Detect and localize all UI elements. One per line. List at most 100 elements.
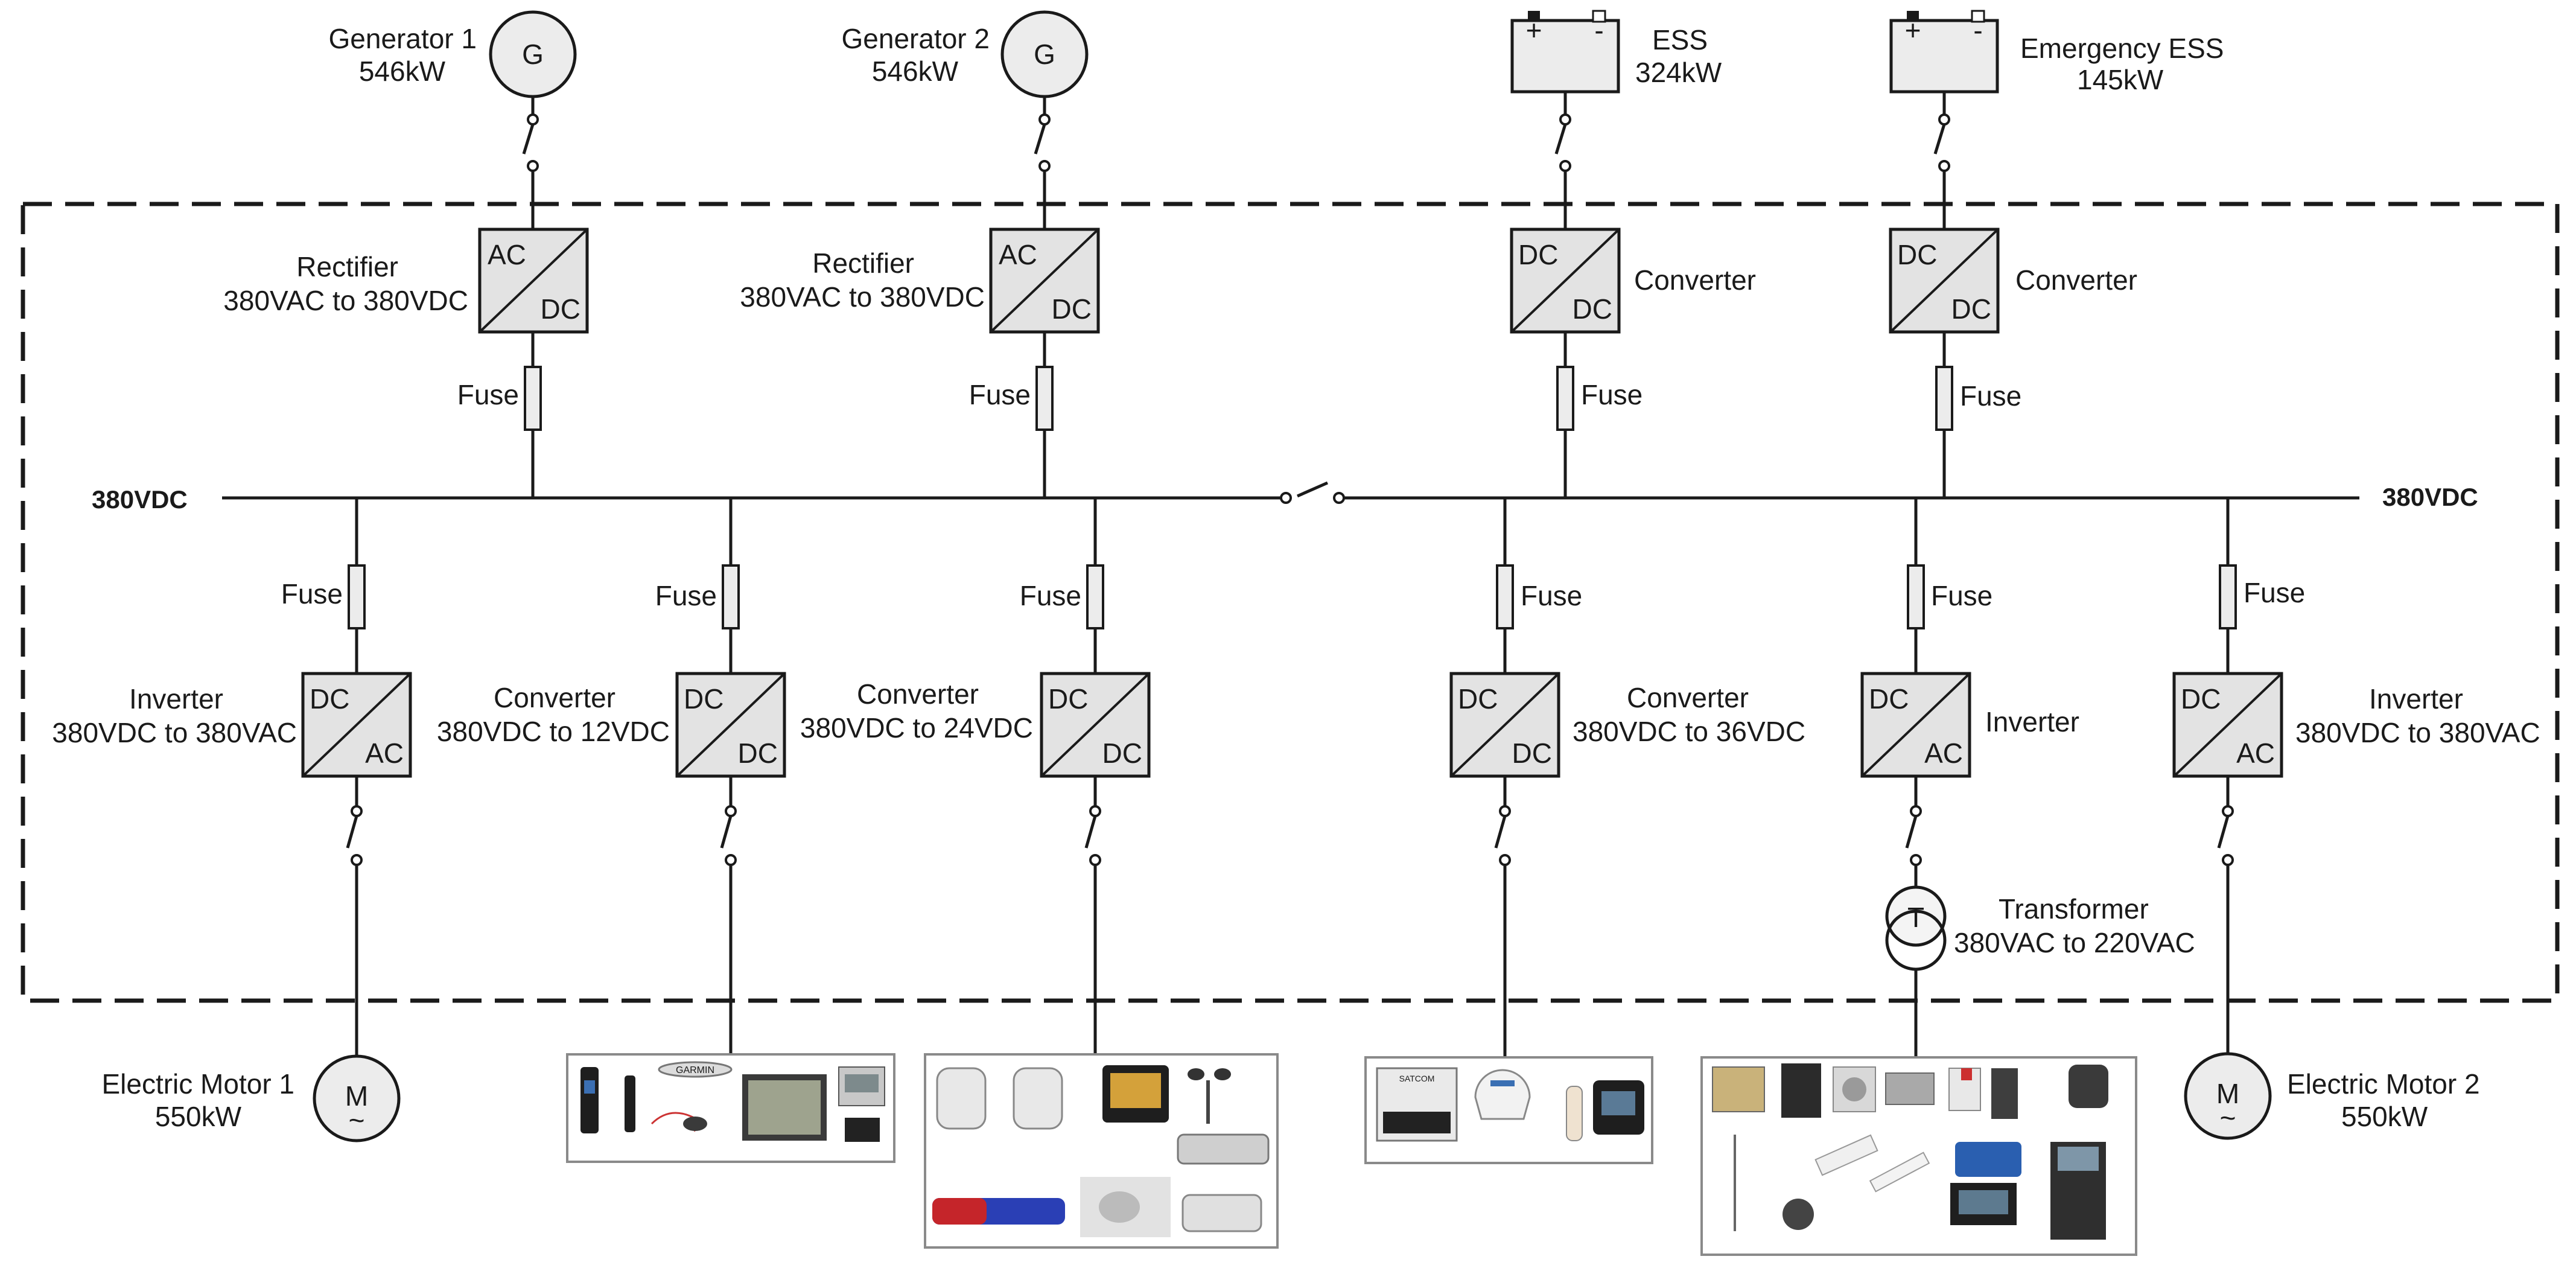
projector-image xyxy=(1181,1194,1262,1232)
branch-inverter-1: Fuse DC AC Inverter 380VDC to 380VAC xyxy=(52,498,412,1057)
ess-battery-pos-terminal xyxy=(1528,11,1540,22)
rectifier-1-spec: 380VAC to 380VDC xyxy=(223,285,468,316)
deck-light-image xyxy=(1814,1134,1878,1176)
converter-emergency-ess: DC DC Converter xyxy=(1889,228,2137,367)
branch-converter-12vdc: Fuse DC DC Converter 380VDC to 12VDC xyxy=(437,498,786,1054)
inverter-2-spec: 380VDC to 380VAC xyxy=(2295,717,2540,748)
transformer-coil-1 xyxy=(1885,885,1947,947)
motor-1-tilde: ~ xyxy=(349,1104,365,1136)
converter-emergency-ess-in: DC xyxy=(1897,239,1937,270)
cctv-camera-image xyxy=(1177,1133,1270,1165)
generator-2-name: Generator 2 xyxy=(842,23,990,54)
submersible-pump-image xyxy=(1991,1068,2018,1119)
inverter-1-spec: 380VDC to 380VAC xyxy=(52,717,297,748)
handheld-radio-2-image xyxy=(625,1075,635,1132)
panel-36vdc-loads: SATCOM xyxy=(1364,1056,1653,1164)
panel-12vdc-brand: GARMIN xyxy=(676,1065,714,1075)
motor-2-name: Electric Motor 2 xyxy=(2287,1068,2480,1100)
converter-ess: DC DC Converter xyxy=(1510,228,1756,367)
converter-ess-title: Converter xyxy=(1634,264,1756,296)
branch-converter-24vdc: Fuse DC DC Converter 380VDC to 24VDC xyxy=(800,498,1151,1054)
converter-24vdc-spec: 380VDC to 24VDC xyxy=(800,712,1033,744)
converter-12vdc-title: Converter xyxy=(494,682,615,713)
branch-inverter-2: Fuse DC AC Inverter 380VDC to 380VAC xyxy=(2172,498,2540,1054)
transformer-title: Transformer xyxy=(1999,893,2149,925)
gps-puck-image xyxy=(683,1117,707,1131)
remote-control-image xyxy=(2069,1065,2108,1108)
anemometer-image xyxy=(1188,1068,1231,1124)
inverter-1-title: Inverter xyxy=(129,683,223,715)
fuse-inv-mid-label: Fuse xyxy=(1931,580,1992,611)
satcom-dome-image xyxy=(1474,1069,1531,1120)
rectifier-1-in: AC xyxy=(488,239,526,270)
rectifier-1: AC DC Rectifier 380VAC to 380VDC xyxy=(223,228,589,367)
inverter-mid-in: DC xyxy=(1869,683,1909,715)
ess-plus: + xyxy=(1526,14,1542,46)
electric-motor-1: M ~ Electric Motor 1 550kW xyxy=(101,1054,401,1142)
heat-detector-image xyxy=(936,1067,987,1130)
generator-2-symbol-letter: G xyxy=(1034,39,1055,70)
fuse-conv24 xyxy=(1086,564,1104,629)
bus-tie-node-left xyxy=(1280,492,1292,504)
centrifugal-pump-image xyxy=(1955,1142,2021,1177)
rectifier-2: AC DC Rectifier 380VAC to 380VDC xyxy=(740,228,1100,367)
converter-emergency-ess-title: Converter xyxy=(2015,264,2137,296)
bus-tie-node-right xyxy=(1333,492,1345,504)
converter-12vdc-in: DC xyxy=(684,683,724,715)
converter-12vdc-spec: 380VDC to 12VDC xyxy=(437,716,670,747)
generator-1: G Generator 1 546kW xyxy=(329,10,577,98)
ess-minus: - xyxy=(1594,14,1603,46)
fuse-conv12-label: Fuse xyxy=(655,580,717,611)
converter-24vdc-title: Converter xyxy=(857,678,979,710)
motor-2-tilde: ~ xyxy=(2220,1102,2236,1133)
converter-ess-in: DC xyxy=(1518,239,1558,270)
converter-36vdc-in: DC xyxy=(1458,683,1498,715)
rectifier-1-title: Rectifier xyxy=(296,251,398,282)
generator-1-power: 546kW xyxy=(359,56,446,87)
rectifier-1-out: DC xyxy=(541,293,580,325)
rectifier-2-out: DC xyxy=(1052,293,1092,325)
galley-appliance-image xyxy=(1712,1066,1765,1112)
emergency-ess-battery-body xyxy=(1889,19,1999,94)
converter-ess-out: DC xyxy=(1573,293,1612,325)
fuse-rect2 xyxy=(1035,366,1054,431)
ess-name: ESS xyxy=(1652,24,1708,56)
fuse-emergency-ess-label: Fuse xyxy=(1960,380,2021,412)
motor-1-symbol xyxy=(313,1054,401,1142)
fluorescent-fixture-image xyxy=(1869,1152,1930,1193)
dc-grid-boundary xyxy=(21,202,2560,1003)
branch-converter-36vdc: Fuse DC DC Converter 380VDC to 36VDC xyxy=(1449,498,1805,1057)
panel-12vdc-loads: GARMIN xyxy=(566,1053,895,1163)
motor-1-letter: M xyxy=(345,1080,368,1112)
ess-battery: + - ESS 324kW xyxy=(1510,10,1722,94)
fridge-image xyxy=(1781,1063,1821,1118)
inverter-1-out: AC xyxy=(365,738,404,769)
motor-2-letter: M xyxy=(2216,1078,2239,1109)
smoke-detector-image xyxy=(1013,1067,1063,1130)
panel-220vac-loads xyxy=(1700,1056,2137,1256)
transformer-spec: 380VAC to 220VAC xyxy=(1954,927,2195,958)
motor-1-power: 550kW xyxy=(155,1101,242,1132)
ess-power: 324kW xyxy=(1635,57,1722,88)
rectifier-2-title: Rectifier xyxy=(812,247,914,279)
dc-bus: 380VDC 380VDC xyxy=(92,481,2478,514)
sensor-bottle-image xyxy=(1566,1086,1583,1141)
generator-2-power: 546kW xyxy=(872,56,959,87)
fuse-conv24-label: Fuse xyxy=(1020,580,1081,611)
fuse-inv-mid xyxy=(1907,564,1925,629)
emergency-ess-power: 145kW xyxy=(2077,64,2164,95)
fuse-rect2-label: Fuse xyxy=(969,379,1031,410)
converter-36vdc-title: Converter xyxy=(1627,682,1749,713)
panel-12vdc-frame xyxy=(566,1053,895,1163)
fuse-inv1 xyxy=(348,564,366,629)
bus-label-left: 380VDC xyxy=(92,485,188,514)
motor-2-power: 550kW xyxy=(2341,1101,2428,1132)
fuse-inv2-label: Fuse xyxy=(2244,577,2305,608)
ess-battery-neg-terminal xyxy=(1592,10,1606,23)
converter-36vdc-out: DC xyxy=(1512,738,1552,769)
panel-36vdc-brand: SATCOM xyxy=(1399,1074,1435,1083)
vhf-radio-image xyxy=(845,1118,880,1142)
bus-tie-blade xyxy=(1296,481,1329,498)
inverter-mid-title: Inverter xyxy=(1985,706,2079,738)
